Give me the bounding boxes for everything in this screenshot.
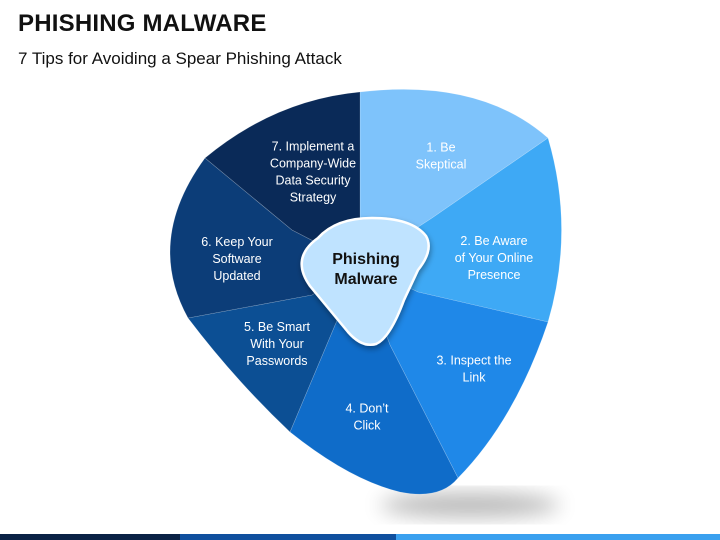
bottom-bar: [0, 534, 720, 540]
segment-label-line: Passwords: [246, 354, 307, 368]
segment-label-1: 1. Be Skeptical: [416, 141, 467, 172]
segment-label-line: Presence: [468, 268, 521, 282]
segment-label-line: Updated: [213, 269, 260, 283]
segment-label-line: 5. Be Smart: [244, 320, 311, 334]
diagram-shadow: [380, 493, 560, 517]
segment-label-line: 2. Be Aware: [460, 234, 527, 248]
segment-7: [204, 91, 361, 266]
segment-label-line: 3. Inspect the: [436, 354, 511, 368]
segment-1: [359, 89, 549, 266]
segment-label-line: With Your: [250, 337, 304, 351]
segment-label-line: 4. Don’t: [345, 402, 389, 416]
segment-label-line: Software: [212, 252, 261, 266]
center-label-line: Phishing: [332, 251, 400, 268]
segment-label-line: Data Security: [275, 174, 351, 188]
segments-group: [169, 89, 562, 495]
segment-4: [289, 264, 459, 495]
segment-label-line: Skeptical: [416, 158, 467, 172]
segment-label-line: Link: [463, 371, 487, 385]
page-subtitle: 7 Tips for Avoiding a Spear Phishing Att…: [18, 49, 342, 68]
center-label-line: Malware: [334, 271, 397, 288]
segment-3: [359, 264, 549, 479]
segment-label-line: 6. Keep Your: [201, 235, 273, 249]
segment-label-line: Click: [353, 419, 381, 433]
segment-label-line: 1. Be: [426, 141, 455, 155]
segment-label-line: 7. Implement a: [272, 140, 355, 154]
segment-label-line: of Your Online: [455, 251, 534, 265]
center-shape: [300, 216, 430, 346]
segment-label-line: Company-Wide: [270, 157, 356, 171]
segment-5: [187, 264, 361, 433]
page-title: PHISHING MALWARE: [18, 10, 267, 37]
segment-label-line: Strategy: [290, 191, 337, 205]
